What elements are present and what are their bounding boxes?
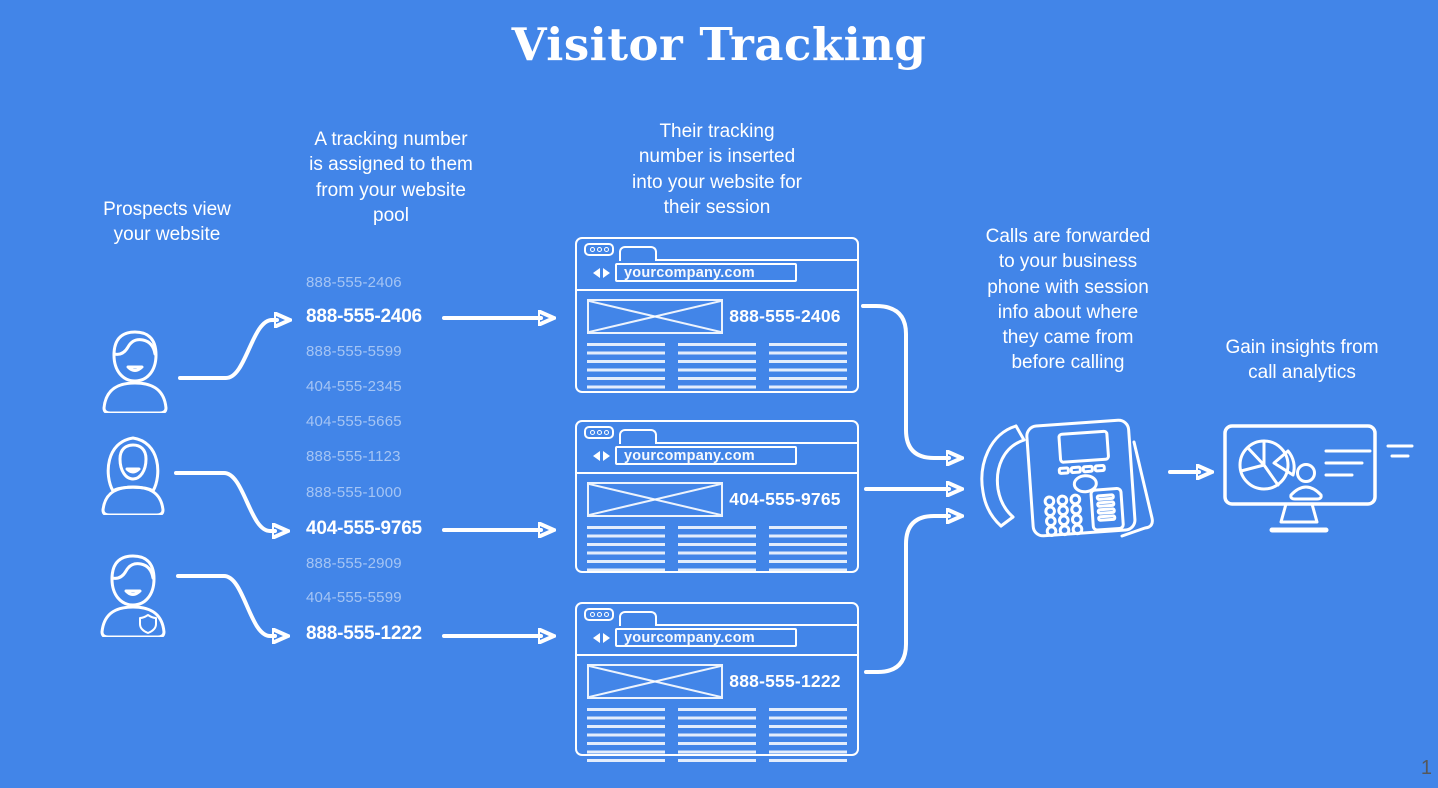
pool-number: 888-555-2909 [306,555,402,572]
text-placeholder [769,526,847,577]
browser-tab [619,611,657,626]
pie-chart-icon [1238,439,1296,491]
female-visitor-icon [101,436,165,515]
pool-number: 404-555-5665 [306,413,402,430]
label-prospects-view: Prospects view your website [103,199,231,246]
back-forward-icon [588,451,615,461]
label-gain-insights: Gain insights from call analytics [1225,337,1379,384]
pool-number: 404-555-2345 [306,378,402,395]
browser-address-bar: yourcompany.com [577,626,857,656]
slide-page-number: 1 [1420,757,1432,779]
tab-baseline [657,623,857,626]
person-silhouette-icon [1289,463,1323,501]
text-placeholder-columns [587,708,847,767]
arrow-visitor2-to-number [174,471,275,531]
badge-icon [139,614,157,634]
url-box: yourcompany.com [615,628,797,647]
arrow-browser1-to-phone [861,304,949,458]
phone-body [1025,418,1137,538]
browser-address-bar: yourcompany.com [577,261,857,291]
tracking-number-on-site: 888-555-1222 [729,671,841,691]
arrow-browser3-to-phone [864,516,949,674]
text-placeholder [587,343,665,394]
url-text: yourcompany.com [624,447,755,464]
tracking-number-on-site: 404-555-9765 [729,489,841,509]
arrow-visitor3-to-number [176,574,275,636]
phone-keypad [1043,493,1084,538]
pool-number-assigned: 888-555-2406 [306,306,422,327]
url-box: yourcompany.com [615,446,797,465]
image-placeholder [587,299,723,334]
male-visitor-icon [102,330,168,413]
browser-tab [619,429,657,444]
arrow-visitor1-to-number [178,320,277,380]
text-placeholder [769,708,847,767]
phone-screen [1057,429,1110,464]
text-placeholder [587,708,665,767]
page-title: Visitor Tracking [511,18,927,71]
report-lines [1324,449,1372,477]
image-placeholder [587,664,723,699]
text-placeholder-columns [587,526,847,577]
phone-stand [1120,440,1154,538]
tracking-number-on-site: 888-555-2406 [729,306,841,326]
phone-handset [980,424,1026,528]
pool-number-assigned: 888-555-1222 [306,623,422,644]
browser-window-3: yourcompany.com 888-555-1222 [575,602,859,767]
pool-number-assigned: 404-555-9765 [306,518,422,539]
pool-number: 888-555-1000 [306,484,402,501]
browser-tab [619,246,657,261]
pool-number: 888-555-1123 [306,448,401,465]
desk-phone-icon [980,418,1154,538]
browser-titlebar [577,604,857,626]
url-text: yourcompany.com [624,264,755,281]
text-placeholder [678,708,756,767]
text-placeholder-columns [587,343,847,394]
browser-traffic-lights-icon [584,243,614,256]
browser-titlebar [577,422,857,444]
browser-window-1: yourcompany.com 888-555-2406 [575,237,859,394]
phone-side-panel [1089,487,1125,532]
monitor-screen [1223,424,1377,506]
text-placeholder [678,526,756,577]
text-placeholder [769,343,847,394]
browser-window-2: yourcompany.com 404-555-9765 [575,420,859,577]
male-visitor-badge-icon [100,554,166,637]
label-number-inserted: Their tracking number is inserted into y… [631,121,803,218]
pool-number: 404-555-5599 [306,589,402,606]
label-calls-forwarded: Calls are forwarded to your business pho… [985,226,1151,374]
browser-traffic-lights-icon [584,608,614,621]
back-forward-icon [588,268,615,278]
text-placeholder [587,526,665,577]
browser-traffic-lights-icon [584,426,614,439]
text-placeholder [678,343,756,394]
label-tracking-number-pool: A tracking number is assigned to them fr… [309,129,473,226]
pool-number: 888-555-2406 [306,274,402,291]
phone-nav-button [1072,474,1098,494]
image-placeholder [587,482,723,517]
monitor-stand [1279,502,1319,524]
back-forward-icon [588,633,615,643]
browser-address-bar: yourcompany.com [577,444,857,474]
url-box: yourcompany.com [615,263,797,282]
tab-baseline [657,441,857,444]
pool-number: 888-555-5599 [306,343,402,360]
browser-titlebar [577,239,857,261]
analytics-monitor-icon [1223,424,1414,533]
url-text: yourcompany.com [624,629,755,646]
tab-baseline [657,258,857,261]
signal-dashes [1386,444,1414,458]
